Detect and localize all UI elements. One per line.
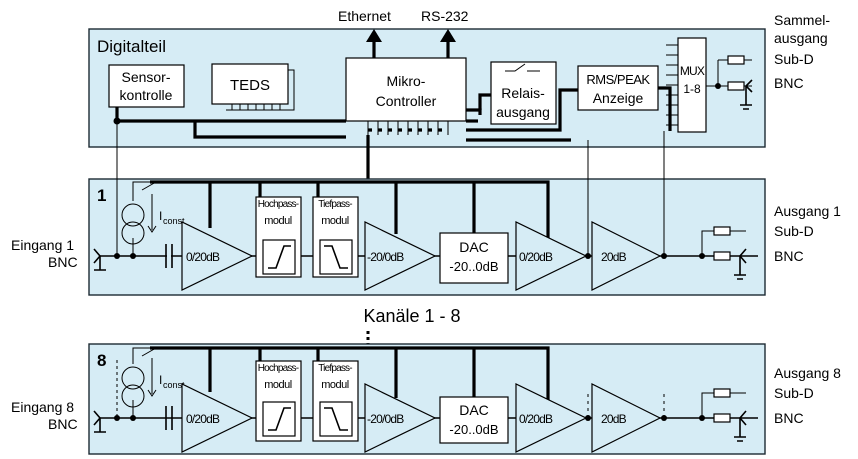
eingang1-bnc-label: BNC	[48, 254, 78, 270]
dac-sub-label-8: -20..0dB	[449, 422, 498, 437]
i-const-sub-8: const	[163, 380, 185, 390]
ausgang1-bnc-label: BNC	[774, 248, 804, 264]
hp-label-8-1: Hochpass-	[258, 363, 299, 374]
mux-label-1: MUX	[680, 64, 705, 78]
sammel-bnc-label: BNC	[774, 75, 804, 91]
eingang8-bnc-label: BNC	[48, 416, 78, 432]
channel-1-chain: I const 0/20dB Hochpass- modul Tiefpass-…	[93, 180, 758, 291]
ethernet-arrow	[366, 29, 382, 58]
rms-label-1: RMS/PEAK	[586, 72, 650, 87]
eingang8-label: Eingang 8	[11, 399, 74, 415]
amp2-label-8: -20/0dB	[367, 412, 404, 426]
tp-label-8-2: modul	[321, 379, 349, 391]
dac-label-8: DAC	[459, 402, 489, 418]
vertical-wires	[116, 121, 665, 256]
amp2-label-1: -20/0dB	[367, 250, 404, 264]
tp-label-1: Tiefpass-	[318, 199, 352, 210]
mc-label-2: Controller	[376, 93, 437, 109]
hp-label-2: modul	[264, 215, 292, 227]
sensorkontrolle-block: Sensor- kontrolle	[108, 64, 185, 108]
ausgang8-subd-label: Sub-D	[774, 385, 814, 401]
sammel-output-connector	[706, 55, 753, 110]
amp4-label-8: 20dB	[601, 412, 627, 426]
channels-range-label: Kanäle 1 - 8	[363, 306, 460, 326]
channel-8-chain: I const 0/20dB Hochpass- modul Tiefpass-…	[93, 346, 758, 453]
sammel-label-1: Sammel-	[774, 12, 830, 28]
tp-label-2: modul	[321, 215, 349, 227]
rs232-label: RS-232	[421, 8, 469, 24]
relais-label-1: Relais-	[501, 85, 545, 101]
dac-sub-label-1: -20..0dB	[449, 259, 498, 274]
sensor-label-1: Sensor-	[121, 69, 170, 85]
rms-label-2: Anzeige	[593, 90, 644, 106]
channel-1-number: 1	[97, 186, 106, 205]
sensor-label-2: kontrolle	[120, 87, 173, 103]
amp3-label-1: 0/20dB	[519, 250, 553, 264]
ausgang1-label: Ausgang 1	[774, 203, 841, 219]
microcontroller-block: Mikro- Controller	[345, 57, 467, 135]
amp1-label-8: 0/20dB	[186, 412, 220, 426]
amp4-label-1: 20dB	[601, 250, 627, 264]
relais-block: Relais- ausgang	[490, 61, 557, 125]
i-const-sub-1: const	[163, 216, 185, 226]
ausgang1-subd-label: Sub-D	[774, 223, 814, 239]
dac-label-1: DAC	[459, 239, 489, 255]
ausgang8-label: Ausgang 8	[774, 365, 841, 381]
ausgang8-bnc-label: BNC	[774, 410, 804, 426]
tp-label-8-1: Tiefpass-	[318, 363, 352, 374]
ethernet-label: Ethernet	[338, 8, 391, 24]
eingang1-label: Eingang 1	[11, 237, 74, 253]
teds-block: TEDS	[211, 63, 295, 111]
hp-label-1: Hochpass-	[258, 199, 299, 210]
relais-label-2: ausgang	[496, 104, 550, 120]
mux-label-2: 1-8	[683, 82, 701, 96]
channel-8-number: 8	[97, 351, 106, 370]
amp1-label-1: 0/20dB	[186, 250, 220, 264]
teds-label: TEDS	[230, 77, 270, 94]
rs232-arrow	[440, 29, 456, 58]
i-label-1: I	[159, 209, 162, 223]
mux-block: MUX 1-8	[666, 37, 707, 133]
amp3-label-8: 0/20dB	[519, 412, 553, 426]
i-label-8: I	[159, 373, 162, 387]
sammel-label-2: ausgang	[774, 30, 828, 46]
hp-label-8-2: modul	[264, 379, 292, 391]
mc-label-1: Mikro-	[387, 73, 426, 89]
rms-peak-block: RMS/PEAK Anzeige	[577, 65, 659, 111]
sammel-subd-label: Sub-D	[774, 51, 814, 67]
digital-title: Digitalteil	[97, 37, 166, 56]
